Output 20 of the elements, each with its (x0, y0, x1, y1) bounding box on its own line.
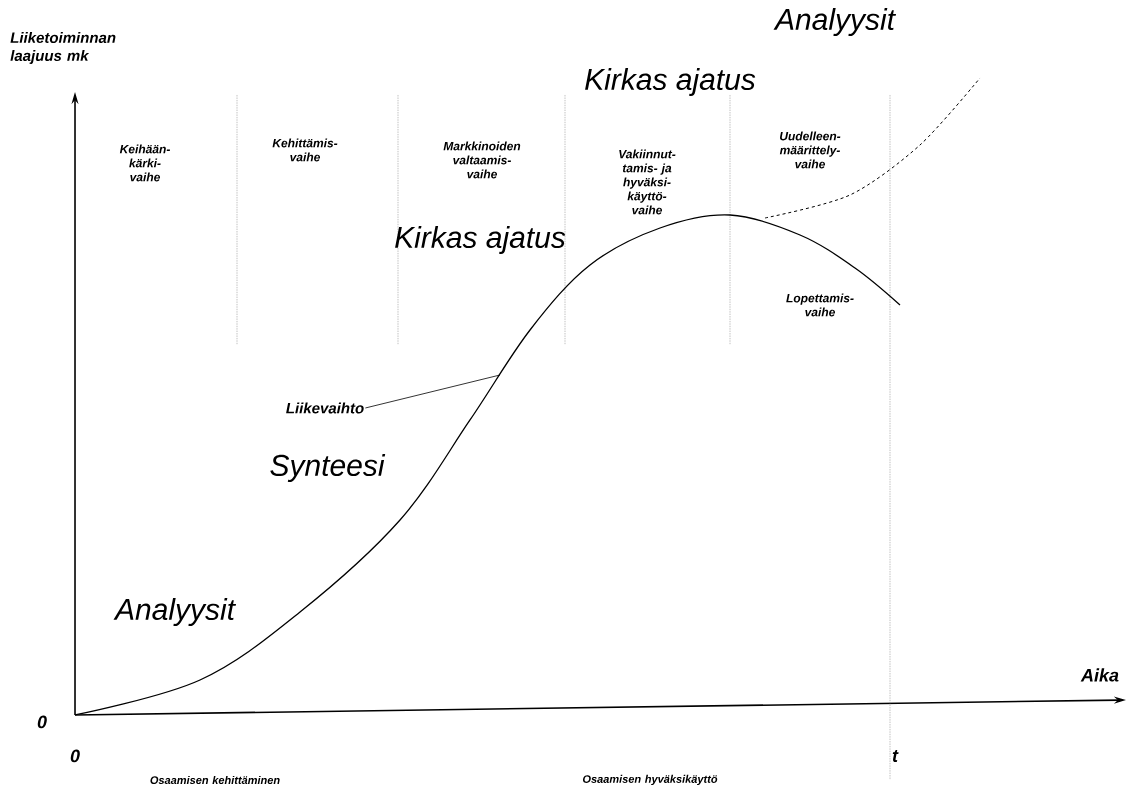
annotation-text: Synteesi (270, 454, 386, 482)
leader-line (365, 374, 501, 409)
axis-label: t (892, 750, 899, 762)
annotation-text: Kirkas ajatus (585, 68, 756, 96)
phase-label: Lopettamis- vaihe (786, 293, 854, 317)
phase-label: Keihään- kärki- vaihe (119, 144, 170, 182)
annotation-text: Analyysit (773, 8, 897, 36)
phase-label: Osaamisen kehittäminen (150, 775, 280, 785)
phase-label: Osaamisen hyväksikäyttö (583, 774, 718, 786)
annotation-text: Kirkas ajatus (395, 226, 566, 254)
growth-curve (74, 214, 901, 716)
axis-label: Aika (1080, 668, 1119, 682)
phase-label: Uudelleen- määrittely- vaihe (779, 131, 841, 169)
axis-label: Liiketoiminnan laajuus mk (10, 32, 116, 64)
axis-label: 0 (37, 715, 47, 729)
phase-label: Markkinoiden valtaamis- vaihe (443, 141, 521, 179)
annotation-text: Analyysit (113, 598, 237, 626)
axis-label: 0 (70, 749, 80, 763)
phase-label: Vakiinnut- tamis- ja hyväksi- käyttö- vaihe (619, 149, 676, 215)
phase-label: Kehittämis- vaihe (272, 138, 338, 162)
